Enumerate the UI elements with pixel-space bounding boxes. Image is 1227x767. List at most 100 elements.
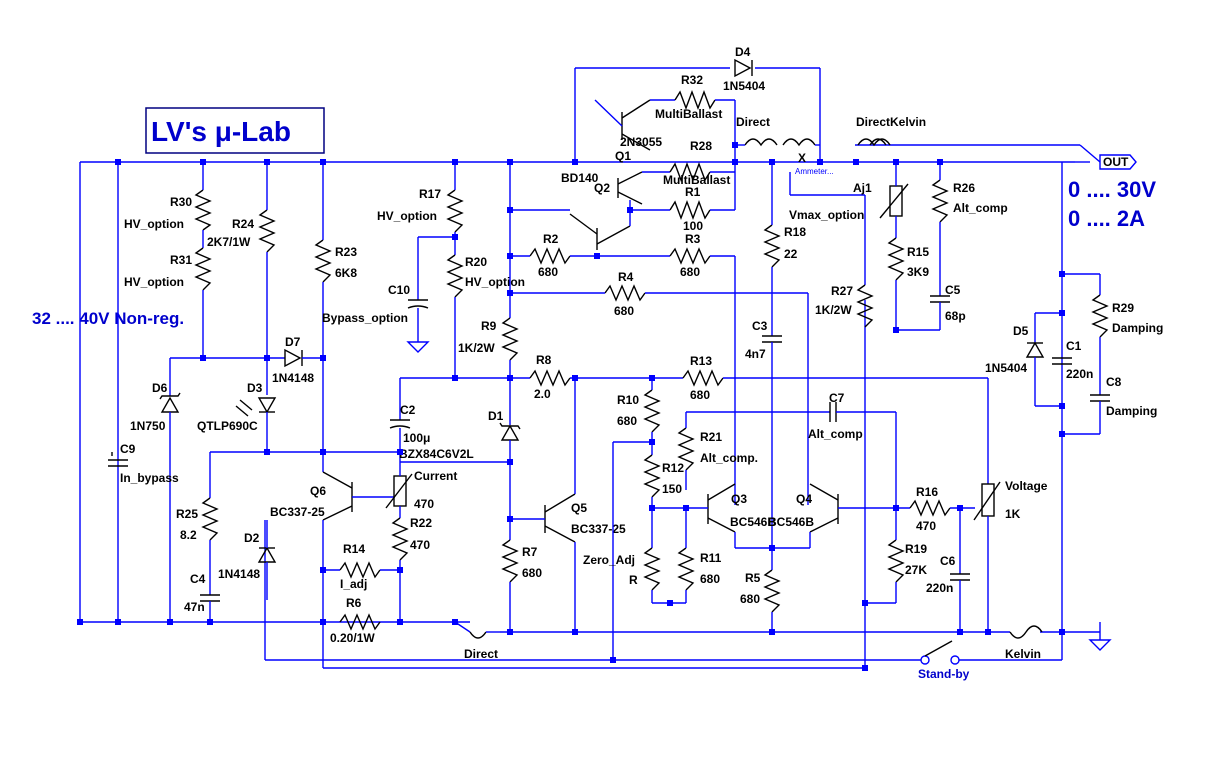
q5-value: BC337-25 (571, 522, 626, 536)
r4-label: R4 (618, 270, 634, 284)
r12-value: 150 (662, 482, 682, 496)
vmax-label: Vmax_option (789, 208, 864, 222)
standby-label: Stand-by (918, 667, 970, 681)
current-label: Current (414, 469, 457, 483)
r14-label: R14 (343, 542, 365, 556)
direct-bottom-label: Direct (464, 647, 498, 661)
r10-label: R10 (617, 393, 639, 407)
r11-resistor (677, 547, 695, 591)
r24-resistor (258, 209, 276, 253)
r17-resistor (446, 189, 464, 233)
r6-resistor (339, 613, 381, 631)
r7-label: R7 (522, 545, 538, 559)
directkelvin-label: DirectKelvin (856, 115, 926, 129)
r26-resistor (931, 179, 949, 223)
standby-switch[interactable]: Stand-by (918, 640, 970, 681)
r13-label: R13 (690, 354, 712, 368)
c10-value: Bypass_option (322, 311, 408, 325)
title-box (145, 107, 325, 154)
ground-symbol (1088, 622, 1112, 651)
r15-resistor (887, 237, 905, 281)
r6-label: R6 (346, 596, 362, 610)
r2-value: 680 (538, 265, 558, 279)
q4-transistor (809, 483, 910, 548)
voltage-value: 1K (1005, 507, 1021, 521)
c6-capacitor (950, 508, 970, 632)
q1-value: 2N3055 (620, 135, 662, 149)
r15-label: R15 (907, 245, 929, 259)
current-potentiometer[interactable] (385, 452, 413, 518)
r11-label: R11 (700, 551, 722, 565)
zero-adj-value: R (629, 573, 638, 587)
aj1-label: Aj1 (853, 181, 872, 195)
r13-value: 680 (690, 388, 710, 402)
r19-value: 27K (905, 563, 927, 577)
r14-resistor (339, 561, 381, 579)
r23-label: R23 (335, 245, 357, 259)
c9-capacitor (108, 452, 128, 467)
r27-label: R27 (831, 284, 853, 298)
out-port[interactable]: OUT (1099, 154, 1137, 170)
c8-capacitor (1062, 394, 1110, 435)
r19-resistor (887, 539, 905, 583)
aj1-trimmer[interactable] (879, 162, 909, 238)
r12-label: R12 (662, 461, 684, 475)
voltage-potentiometer[interactable] (973, 481, 1001, 632)
d7-diode (203, 348, 323, 368)
r26-label: R26 (953, 181, 975, 195)
r27-resistor (856, 284, 874, 328)
r16-label: R16 (916, 485, 938, 499)
r25-resistor (201, 497, 219, 541)
r13-resistor (682, 369, 724, 387)
r8-resistor (529, 369, 571, 387)
d3-value: QTLP690C (197, 419, 258, 433)
q1-transistor (594, 99, 675, 151)
driver-transistor (510, 200, 631, 250)
zero-adj-resistor[interactable] (643, 547, 661, 591)
r25-label: R25 (176, 507, 198, 521)
r29-resistor (1091, 294, 1109, 338)
c2-label: C2 (400, 403, 416, 417)
current-value: 470 (414, 497, 434, 511)
d5-label: D5 (1013, 324, 1029, 338)
c3-capacitor (762, 335, 782, 548)
title: LV's μ-Lab (151, 116, 291, 147)
r23-value: 6K8 (335, 266, 357, 280)
kelvin-link (1009, 625, 1043, 639)
r7-value: 680 (522, 566, 542, 580)
q2-transistor (617, 171, 670, 205)
d7-label: D7 (285, 335, 301, 349)
r2-label: R2 (543, 232, 559, 246)
c5-label: C5 (945, 283, 961, 297)
c10-ground-symbol (406, 341, 430, 353)
r25-value: 8.2 (180, 528, 197, 542)
d4-label: D4 (735, 45, 751, 59)
d2-diode (257, 520, 277, 600)
r10-resistor (643, 389, 661, 433)
d1-value: BZX84C6V2L (399, 447, 474, 461)
q6-label: Q6 (310, 484, 326, 498)
c1-label: C1 (1066, 339, 1082, 353)
c4-value: 47n (184, 600, 205, 614)
c1-capacitor (1052, 357, 1072, 365)
d2-label: D2 (244, 531, 260, 545)
r24-value: 2K7/1W (207, 235, 251, 249)
q3-label: Q3 (731, 492, 747, 506)
r30-value: HV_option (124, 217, 184, 231)
r22-value: 470 (410, 538, 430, 552)
d1-label: D1 (488, 409, 504, 423)
r9-label: R9 (481, 319, 497, 333)
d3-led (235, 397, 277, 452)
q2-value: BD140 (561, 171, 599, 185)
r5-resistor (763, 569, 781, 613)
output-current-label: 0 .... 2A (1068, 206, 1145, 231)
r16-value: 470 (916, 519, 936, 533)
c7-capacitor (829, 402, 897, 508)
c8-label: C8 (1106, 375, 1122, 389)
c5-capacitor (930, 295, 950, 330)
q4-label: Q4 (796, 492, 812, 506)
c5-value: 68p (945, 309, 966, 323)
r3-label: R3 (685, 232, 701, 246)
d3-label: D3 (247, 381, 263, 395)
r31-value: HV_option (124, 275, 184, 289)
